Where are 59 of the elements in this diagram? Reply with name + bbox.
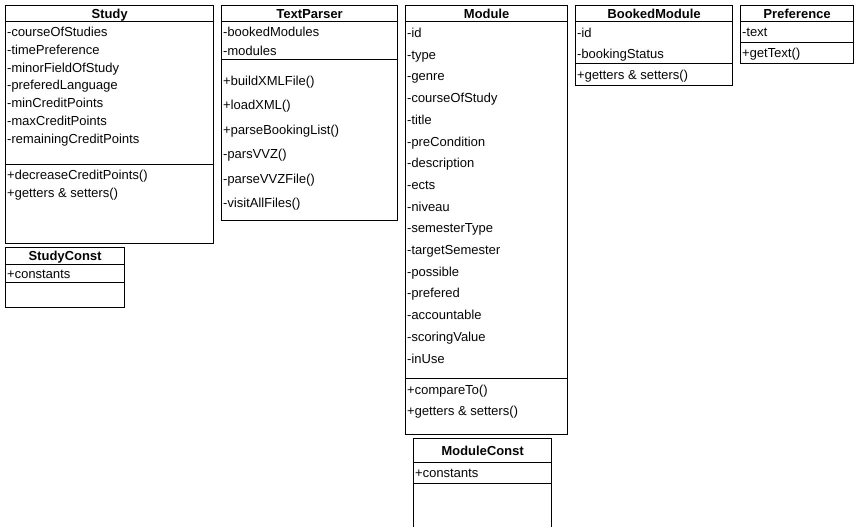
member-text: +getText() [741, 44, 800, 62]
member-text: -minorFieldOfStudy [6, 58, 119, 76]
member-text: -prefered [406, 284, 460, 302]
class-name: BookedModule [607, 6, 701, 20]
class-box [5, 5, 214, 244]
member-text: +compareTo() [406, 381, 488, 399]
member-text: -preCondition [406, 132, 486, 151]
member-text: -inUse [406, 350, 445, 368]
member-text: +getters & setters() [406, 402, 518, 420]
member-text: -text [741, 23, 768, 41]
member-text: -maxCreditPoints [6, 112, 107, 130]
member-text: -semesterType [406, 219, 493, 238]
member-text: -title [406, 110, 432, 129]
member-text: +decreaseCreditPoints() [6, 166, 148, 184]
class-name: StudyConst [28, 249, 102, 263]
class-box [413, 438, 552, 527]
member-text: -targetSemester [406, 241, 500, 260]
class-box [221, 5, 398, 221]
class-compartment [741, 42, 853, 63]
member-text: -preferedLanguage [6, 76, 118, 94]
class-name: ModuleConst [441, 444, 524, 458]
member-text: -niveau [406, 198, 450, 216]
member-text: +getters & setters() [6, 184, 118, 202]
class-compartment [576, 63, 732, 85]
class-compartment [576, 21, 732, 63]
member-text: +constants [414, 464, 478, 482]
member-text: -parseVVZFile() [222, 170, 315, 188]
member-text: +loadXML() [222, 96, 291, 114]
member-text: -visitAllFiles() [222, 194, 300, 212]
class-box [5, 247, 125, 308]
class-name: Study [91, 6, 128, 20]
member-text: -bookingStatus [576, 45, 664, 63]
member-text: -genre [406, 67, 445, 86]
class-box [575, 5, 733, 86]
member-text: +buildXMLFile() [222, 72, 314, 90]
class-box [740, 5, 854, 64]
member-text: -parsVVZ() [222, 145, 287, 164]
class-box [405, 5, 568, 435]
member-text: -id [406, 24, 422, 42]
member-text: -accountable [406, 306, 482, 324]
member-text: -timePreference [6, 40, 100, 59]
member-text: -minCreditPoints [6, 94, 104, 112]
class-name: TextParser [276, 6, 343, 20]
member-text: -courseOfStudy [406, 89, 498, 108]
member-text: -scoringValue [406, 328, 486, 346]
class-name: Preference [763, 6, 831, 20]
member-text: +getters & setters() [576, 66, 688, 84]
member-text: -courseOfStudies [6, 23, 108, 41]
member-text: -possible [406, 262, 460, 281]
member-text: -modules [222, 42, 276, 60]
member-text: -bookedModules [222, 23, 320, 41]
member-text: +constants [6, 265, 70, 282]
member-text: -id [576, 24, 592, 42]
member-text: -type [406, 46, 436, 64]
class-name: Module [464, 6, 510, 20]
member-text: +parseBookingList() [222, 120, 339, 139]
member-text: -description [406, 154, 474, 172]
member-text: -remainingCreditPoints [6, 130, 140, 148]
member-text: -ects [406, 176, 436, 194]
